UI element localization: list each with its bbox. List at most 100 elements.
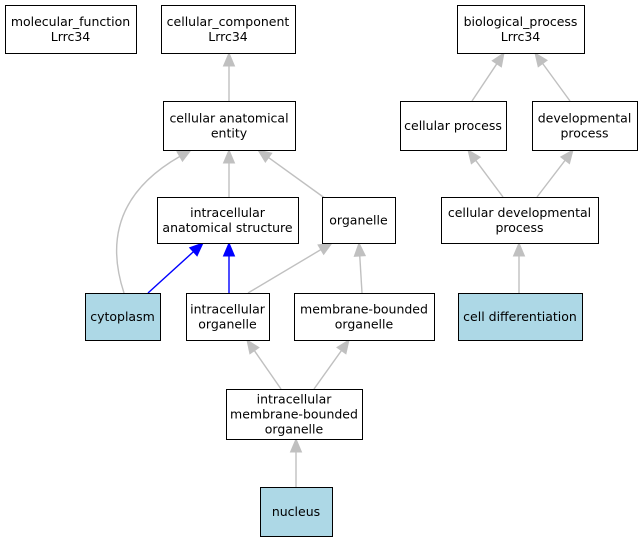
node-box [226,389,363,440]
node-box [400,101,507,151]
edge-line [313,350,343,390]
node-cyto[interactable]: cytoplasm [85,293,161,341]
node-label: Lrrc34 [208,29,248,44]
node-label: process [495,220,543,235]
node-label: intracellular [190,205,266,220]
node-label: intracellular [190,302,266,317]
node-label: organelle [335,317,394,332]
arrowhead [188,242,204,257]
node-box [322,197,396,244]
arrowhead [491,51,505,68]
arrowhead [222,148,236,164]
edges-layer [116,51,574,487]
node-label: cell differentiation [463,309,577,324]
edge-org-to-cae [256,149,327,200]
edge-line [359,255,363,294]
edge-cyto-to-ias [147,242,204,294]
node-label: cellular anatomical [169,111,288,126]
edge-imbo-to-io [246,338,282,390]
node-label: cellular process [404,118,502,133]
arrowhead [246,338,260,355]
node-box [85,293,161,341]
edge-line [471,63,498,102]
arrowhead [256,149,273,163]
arrowhead [559,148,574,165]
edge-line [536,159,566,198]
node-label: biological_process [464,14,578,29]
edge-line [475,160,504,198]
node-box [186,293,270,341]
node-label: intracellular [257,392,333,407]
node-box [458,293,583,341]
node-box [294,293,435,341]
edge-cae-to-cc [222,51,236,101]
node-label: cellular developmental [448,205,591,220]
node-label: developmental [538,111,632,126]
edge-imbo-to-mbo [313,338,350,390]
arrowhead [467,148,482,165]
edge-line [268,157,327,200]
edge-io-to-ias [222,241,236,293]
arrowhead [222,241,236,257]
edge-io-to-org [247,242,334,294]
edge-line [116,155,181,294]
node-label: process [560,126,608,141]
node-label: anatomical structure [162,220,292,235]
edge-mbo-to-org [353,241,367,294]
node-label: Lrrc34 [51,29,91,44]
arrowhead [512,241,526,257]
edge-ias-to-cae [222,148,236,197]
node-box [163,101,296,151]
node-label: entity [211,126,248,141]
node-label: nucleus [272,504,320,519]
node-box [157,197,299,244]
edge-cdp-to-dp [536,148,574,198]
edge-line [253,350,282,390]
node-cp[interactable]: cellular process [400,101,507,151]
node-box [5,5,137,54]
node-label: organelle [329,213,388,228]
edge-nuc-to-imbo [289,437,303,487]
node-label: molecular_function [11,14,130,29]
edge-line [542,63,571,102]
nodes-layer: molecular_functionLrrc34cellular_compone… [5,5,638,537]
edge-cd-to-cdp [512,241,526,293]
node-label: membrane-bounded [230,407,358,422]
arrowhead [336,338,350,355]
node-label: cytoplasm [90,309,155,324]
node-box [260,487,333,537]
edge-line [247,249,322,294]
node-box [161,5,296,54]
node-box [441,197,599,244]
node-box [532,101,638,151]
edge-cdp-to-cp [467,148,504,198]
node-cd[interactable]: cell differentiation [458,293,583,341]
arrowhead [317,242,334,256]
node-label: membrane-bounded [300,302,428,317]
arrowhead [176,149,193,163]
arrowhead [353,241,367,257]
node-org[interactable]: organelle [322,197,396,244]
edge-dp-to-bp [534,51,571,102]
arrowhead [222,51,236,67]
node-label: cellular_component [167,14,290,29]
node-nuc[interactable]: nucleus [260,487,333,537]
node-label: organelle [265,422,324,437]
node-label: Lrrc34 [501,29,541,44]
edge-line [147,251,194,294]
arrowhead [534,51,549,68]
edge-cp-to-bp [471,51,505,102]
node-box [457,5,585,54]
node-label: organelle [198,317,257,332]
